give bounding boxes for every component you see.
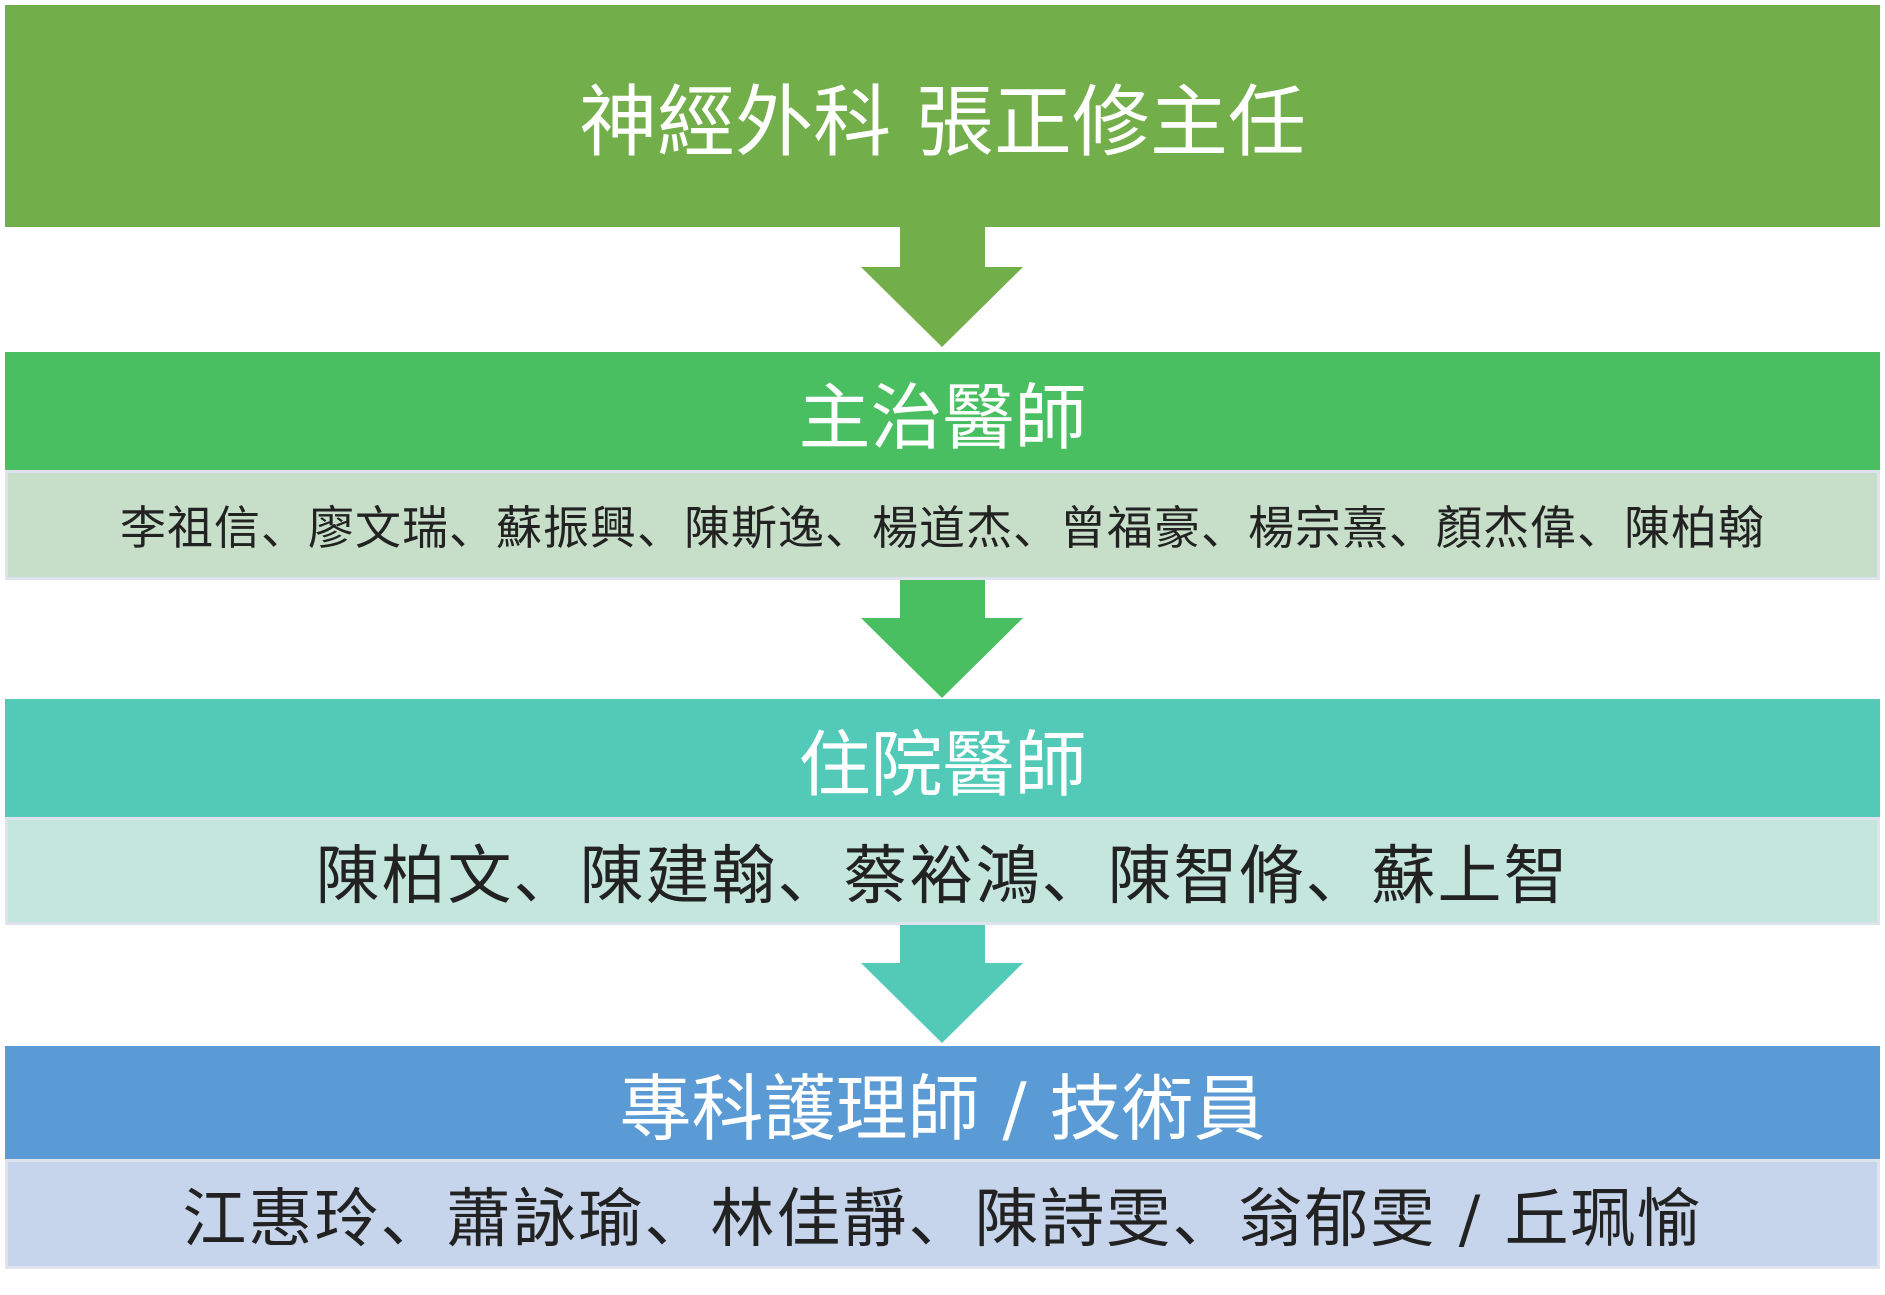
nurse-members-box: 江惠玲、蕭詠瑜、林佳靜、陳詩雯、翁郁雯 / 丘珮愉 [5, 1159, 1880, 1269]
attending-members: 李祖信、廖文瑞、蘇振興、陳斯逸、楊道杰、曾福豪、楊宗熹、顏杰偉、陳柏翰 [120, 501, 1765, 555]
nurse-members: 江惠玲、蕭詠瑜、林佳靜、陳詩雯、翁郁雯 / 丘珮愉 [182, 1183, 1703, 1257]
arrow-3-shape [861, 925, 1023, 1043]
resident-title-banner: 住院醫師 [5, 699, 1880, 817]
chief-banner: 神經外科 張正修主任 [5, 5, 1880, 227]
arrow-2-shape [861, 580, 1023, 698]
down-arrow-icon [861, 227, 1023, 347]
resident-title: 住院醫師 [798, 722, 1087, 807]
attending-title: 主治醫師 [798, 375, 1087, 460]
attending-title-banner: 主治醫師 [5, 352, 1880, 470]
nurse-title: 專科護理師 / 技術員 [619, 1067, 1266, 1151]
chief-title: 神經外科 張正修主任 [579, 78, 1306, 168]
arrow-1-shape [861, 227, 1023, 347]
down-arrow-icon [861, 580, 1023, 698]
attending-members-box: 李祖信、廖文瑞、蘇振興、陳斯逸、楊道杰、曾福豪、楊宗熹、顏杰偉、陳柏翰 [5, 470, 1880, 580]
down-arrow-icon [861, 925, 1023, 1043]
resident-members-box: 陳柏文、陳建翰、蔡裕鴻、陳智脩、蘇上智 [5, 817, 1880, 925]
nurse-title-banner: 專科護理師 / 技術員 [5, 1046, 1880, 1159]
resident-members: 陳柏文、陳建翰、蔡裕鴻、陳智脩、蘇上智 [315, 840, 1570, 914]
